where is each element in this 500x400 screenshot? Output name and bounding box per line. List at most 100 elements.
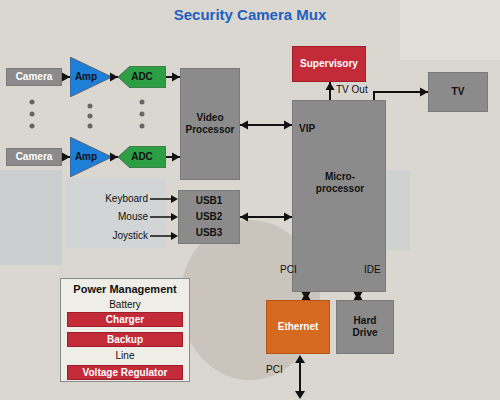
signal-label: Joystick — [78, 230, 148, 241]
arrow-head — [284, 121, 292, 130]
signal-label: PCI — [266, 364, 296, 375]
arrow-head — [171, 213, 178, 221]
connector — [166, 153, 180, 162]
node-text: Backup — [107, 334, 143, 346]
connector — [240, 213, 292, 222]
arrow-head — [172, 153, 180, 162]
connector-line — [62, 156, 70, 158]
connector — [302, 292, 311, 300]
arrow-head — [284, 213, 292, 222]
shape-fill — [70, 57, 112, 97]
connector-line — [166, 156, 180, 158]
dot — [140, 112, 145, 117]
node-text: Power Management — [61, 283, 189, 295]
processor-box: VIP Micro-processor — [292, 100, 386, 292]
node-text: Charger — [106, 314, 144, 326]
node-text: Camera — [16, 151, 53, 163]
connector-line — [62, 76, 70, 78]
connector — [62, 153, 70, 162]
connector — [374, 88, 428, 101]
power-block: Charger — [67, 312, 183, 327]
shape-fill — [118, 66, 166, 88]
input-line — [150, 235, 172, 237]
dot — [88, 124, 93, 129]
node-text: USB2 — [196, 209, 223, 225]
amplifier-triangle: Amp — [70, 57, 112, 97]
arrow-head — [326, 82, 335, 90]
dot — [140, 124, 145, 129]
arrow-head — [354, 292, 363, 300]
dot — [88, 114, 93, 119]
node-text: Line — [61, 350, 189, 362]
connector — [166, 73, 180, 82]
shape-fill — [70, 137, 112, 177]
dot — [30, 124, 35, 129]
dot — [88, 104, 93, 109]
edge-label: TV Out — [336, 84, 368, 95]
arrow-head — [302, 292, 311, 300]
input-line — [150, 216, 172, 218]
arrow-head — [172, 73, 180, 82]
signal-label: Mouse — [78, 211, 148, 222]
pci-bus-arrow — [295, 355, 305, 399]
node-text: Voltage Regulator — [83, 367, 168, 379]
arrow-head — [302, 292, 311, 300]
arrow-head — [240, 213, 248, 222]
node-text: Amp — [73, 151, 99, 163]
input-line — [150, 198, 172, 200]
amplifier-triangle: Amp — [70, 137, 112, 177]
connector-line — [305, 292, 307, 300]
node-text: ADC — [131, 71, 153, 83]
node-text: Hard Drive — [345, 315, 385, 339]
power-block: Backup — [67, 332, 183, 347]
continuation-dots — [30, 100, 145, 129]
node-text: Micro-processor — [309, 171, 371, 195]
process-box: Video Processor — [180, 68, 240, 180]
bus-line — [299, 362, 301, 392]
arrow-head — [171, 232, 178, 240]
node-text: TV — [452, 86, 465, 98]
monitor-shape — [66, 178, 166, 248]
connector-line — [329, 82, 331, 100]
connector — [62, 73, 70, 82]
camera-box: Camera — [6, 68, 62, 86]
power-panel: Power ManagementBatteryLine ChargerBackup… — [60, 278, 190, 382]
dot — [140, 100, 145, 105]
camera-box: Camera — [6, 148, 62, 166]
adc-block: ADC — [118, 146, 166, 168]
shape-fill — [118, 146, 166, 168]
monitor-shape — [0, 170, 62, 265]
edge-label: IDE — [364, 264, 381, 275]
diagram-title: Security Camera Mux — [0, 6, 500, 23]
dot — [30, 100, 35, 105]
node-text: Battery — [61, 299, 189, 311]
arrow-head — [295, 355, 305, 363]
node-text: VIP — [299, 123, 339, 135]
tv-box: TV — [428, 72, 488, 112]
arrow-head — [295, 391, 305, 399]
node-text: Camera — [16, 71, 53, 83]
edge-label: PCI — [280, 264, 297, 275]
connector-line — [112, 156, 118, 158]
connector — [240, 121, 292, 130]
node-text: Amp — [73, 71, 99, 83]
node-text: Supervisory — [300, 58, 358, 70]
adc-block: ADC — [118, 66, 166, 88]
connector-line — [112, 76, 118, 78]
connector-line — [374, 92, 428, 100]
connector-line — [240, 124, 292, 126]
connector-line — [357, 292, 359, 300]
node-text: Video Processor — [181, 112, 239, 136]
connector — [326, 82, 335, 100]
input-arrows — [150, 195, 178, 240]
connector — [354, 292, 363, 300]
power-block: Voltage Regulator — [67, 365, 183, 380]
arrow-head — [420, 88, 428, 97]
node-text: Ethernet — [278, 321, 319, 333]
connector-line — [240, 216, 292, 218]
node-text: USB1 — [196, 193, 223, 209]
connector-line — [166, 76, 180, 78]
ethernet-box: Ethernet — [266, 300, 330, 354]
